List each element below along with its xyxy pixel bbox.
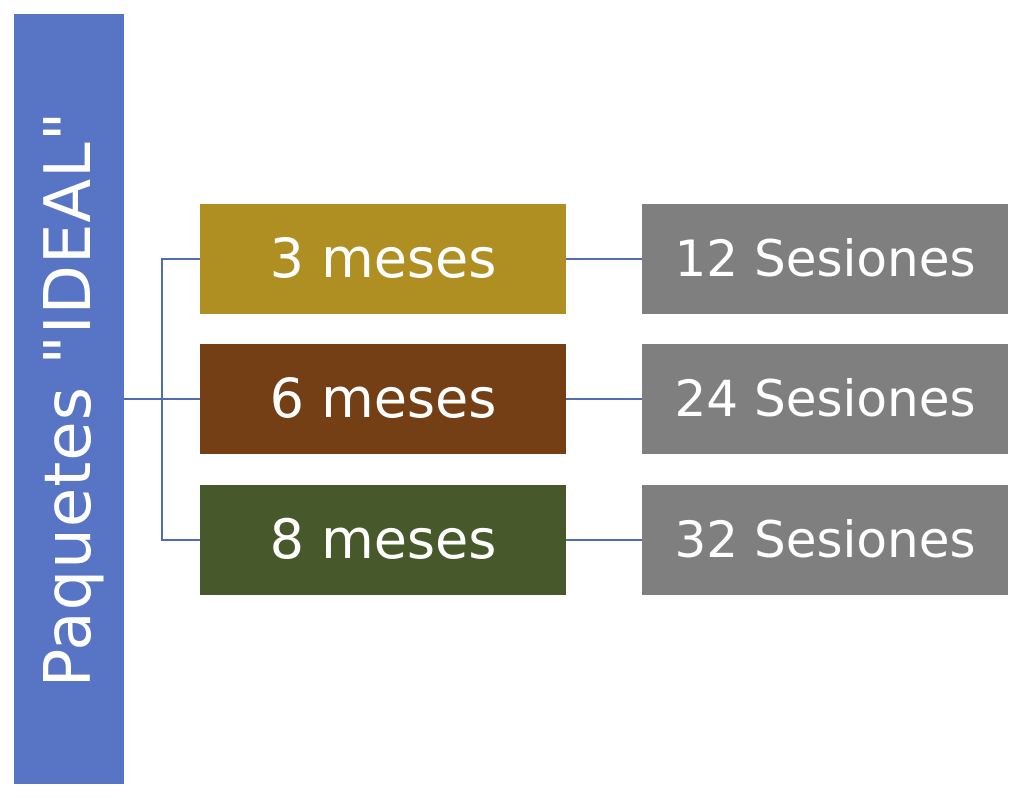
root-node-label: Paquetes "IDEAL" bbox=[32, 110, 106, 688]
connector-link-2 bbox=[566, 398, 642, 400]
connector-branch-3 bbox=[161, 539, 200, 541]
connector-link-3 bbox=[566, 539, 642, 541]
connector-root-stem bbox=[124, 398, 162, 400]
period-node-8-months: 8 meses bbox=[200, 485, 566, 595]
period-node-6-months: 6 meses bbox=[200, 344, 566, 454]
sessions-node-24: 24 Sesiones bbox=[642, 344, 1008, 454]
connector-branch-1 bbox=[161, 258, 200, 260]
sessions-node-12: 12 Sesiones bbox=[642, 204, 1008, 314]
period-node-3-months: 3 meses bbox=[200, 204, 566, 314]
connector-branch-2 bbox=[161, 398, 200, 400]
root-node bbox=[14, 14, 124, 784]
connector-link-1 bbox=[566, 258, 642, 260]
sessions-node-32: 32 Sesiones bbox=[642, 485, 1008, 595]
